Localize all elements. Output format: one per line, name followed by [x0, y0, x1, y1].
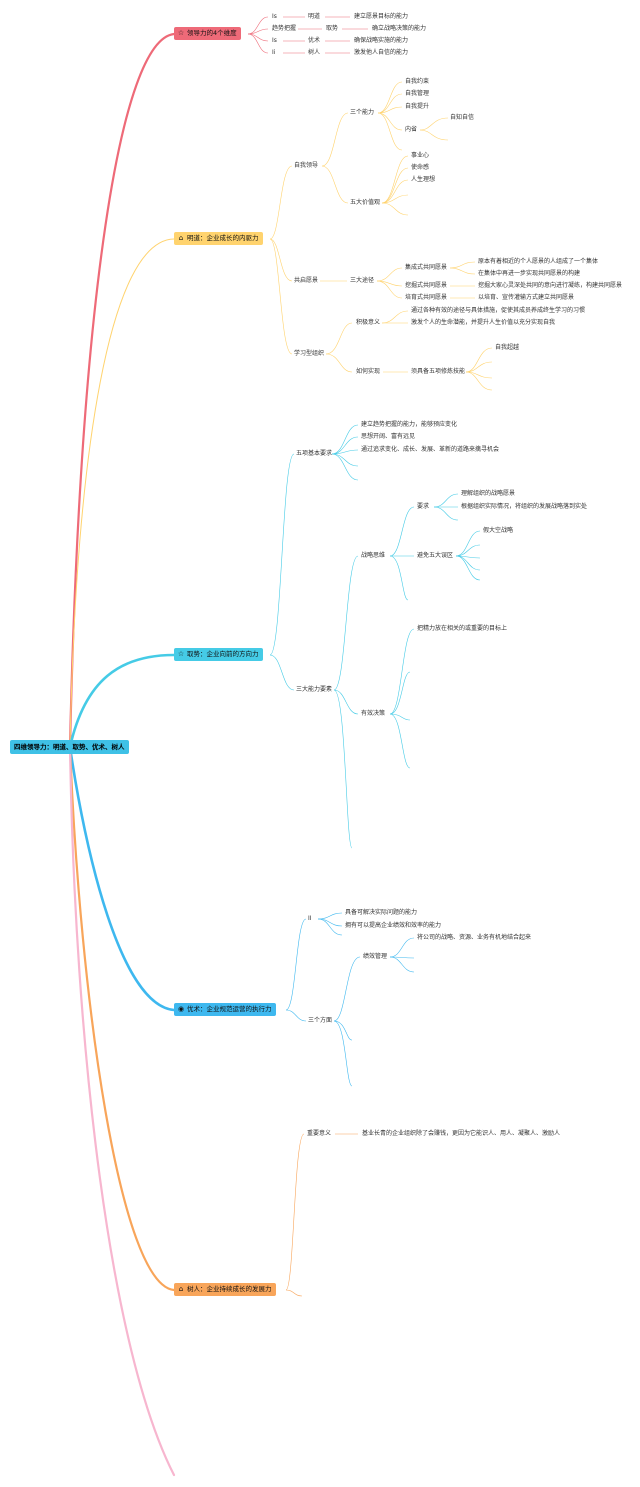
dim-code[interactable]: 趋势把握 — [272, 25, 297, 32]
node-it-2[interactable]: 拥有可以提高企业绩效和效率的能力 — [345, 922, 442, 929]
dim-ability[interactable]: 确保战略实施的能力 — [354, 37, 409, 44]
node-introspect[interactable]: 内省 — [405, 126, 418, 133]
branch-label: 明道：企业成长的内驱力 — [187, 234, 259, 242]
node-avoid-1[interactable]: 假大空战略 — [483, 527, 514, 534]
node-learning-org[interactable]: 学习型组织 — [294, 350, 325, 357]
node-how[interactable]: 如何实现 — [356, 368, 381, 375]
branch-label: 取势：企业向前的方向力 — [187, 650, 259, 658]
node-it-1[interactable]: 具备可解决实际问题的能力 — [345, 909, 418, 916]
branch-shuren[interactable]: ⌂树人：企业持续成长的发展力 — [174, 1283, 276, 1296]
node-ideal[interactable]: 人生理想 — [411, 176, 436, 183]
node-mining[interactable]: 挖掘式共同愿景 — [405, 282, 448, 289]
node-positive[interactable]: 积极意义 — [356, 319, 381, 326]
dim-name[interactable]: 取势 — [326, 25, 339, 32]
node-self-know[interactable]: 自知自信 — [450, 114, 475, 121]
node-importance[interactable]: 重要意义 — [307, 1130, 332, 1137]
node-req-2[interactable]: 根据组织实际情况，将组织的发展战略落到实处 — [461, 503, 588, 510]
node-req-1[interactable]: 理解组织的战略愿景 — [461, 490, 516, 497]
node-decision[interactable]: 有效决策 — [361, 710, 386, 717]
node-self-improve[interactable]: 自我提升 — [405, 103, 430, 110]
node-five-skills[interactable]: 须具备五项修炼技能 — [411, 368, 466, 375]
node-mission[interactable]: 使命感 — [411, 164, 430, 171]
node-nurture-d[interactable]: 以培育、宣传灌输方式建立共同愿景 — [478, 294, 575, 301]
dim-ability[interactable]: 确立战略决策的能力 — [372, 25, 427, 32]
node-positive-d1[interactable]: 通过各种有效的途径与具体措施，促使其成员养成终生学习的习惯 — [411, 307, 586, 314]
node-shared-vision[interactable]: 共启愿景 — [294, 277, 319, 284]
node-career[interactable]: 事业心 — [411, 152, 430, 159]
node-self-lead[interactable]: 自我领导 — [294, 162, 319, 169]
node-three-aspects[interactable]: 三个方面 — [308, 1017, 333, 1024]
dim-name[interactable]: 树人 — [308, 49, 321, 56]
target-icon: ◉ — [177, 1005, 185, 1013]
node-self-beyond[interactable]: 自我超越 — [495, 344, 520, 351]
star-icon: ☆ — [177, 650, 185, 658]
node-basic-3[interactable]: 通过追求变化、成长、发展、革新的道路来擒寻机会 — [361, 446, 500, 453]
node-self-manage[interactable]: 自我管理 — [405, 90, 430, 97]
star-icon: ☆ — [177, 29, 185, 37]
root-topic[interactable]: 四维领导力：明道、取势、优术、树人 — [10, 740, 129, 754]
node-three-paths[interactable]: 三大途径 — [350, 277, 375, 284]
dim-code[interactable]: Is — [272, 37, 277, 44]
branch-qushi[interactable]: ☆取势：企业向前的方向力 — [174, 648, 263, 661]
node-collective-d2[interactable]: 在集体中再进一步实现共同愿景的构建 — [478, 270, 581, 277]
branch-label: 领导力的4个维度 — [187, 29, 237, 37]
dim-ability[interactable]: 激发他人自信的能力 — [354, 49, 409, 56]
dim-code[interactable]: Is — [272, 13, 277, 20]
node-strategic[interactable]: 战略思维 — [361, 552, 386, 559]
dim-code[interactable]: Ii — [272, 49, 276, 56]
dim-name[interactable]: 明道 — [308, 13, 321, 20]
home-icon: ⌂ — [178, 1285, 184, 1293]
node-decision-1[interactable]: 把精力放在相关的或重要的目标上 — [417, 625, 508, 632]
node-basic[interactable]: 五项基本要求 — [296, 450, 333, 457]
node-perf-1[interactable]: 将公司的战略、资源、业务有机地结合起来 — [417, 934, 532, 941]
dim-ability[interactable]: 建立愿景目标的能力 — [354, 13, 409, 20]
branch-mingdao[interactable]: ⌂明道：企业成长的内驱力 — [174, 232, 263, 245]
node-it[interactable]: II — [308, 915, 312, 922]
node-basic-2[interactable]: 思想开阔、富有远见 — [361, 433, 416, 440]
node-perf[interactable]: 绩效管理 — [363, 953, 388, 960]
node-collective-d1[interactable]: 原本有着相近的个人愿景的人组成了一个集体 — [478, 258, 599, 265]
branch-label: 优术：企业规范运营的执行力 — [187, 1005, 272, 1013]
node-positive-d2[interactable]: 激发个人的生命潜能，并提升人生价值以充分实现自我 — [411, 319, 556, 326]
node-basic-1[interactable]: 建立趋势把握的能力，能够预应变化 — [361, 421, 458, 428]
node-avoid[interactable]: 避免五大误区 — [417, 552, 454, 559]
home-icon: ⌂ — [178, 234, 184, 242]
dim-name[interactable]: 优术 — [308, 37, 321, 44]
node-three-core[interactable]: 三大能力要素 — [296, 686, 333, 693]
node-collective[interactable]: 集成式共同愿景 — [405, 264, 448, 271]
node-mining-d[interactable]: 挖掘大家心灵深处共同的意向进行凝练，构建共同愿景 — [478, 282, 623, 289]
branch-leadership-dimensions[interactable]: ☆领导力的4个维度 — [174, 27, 241, 40]
node-require[interactable]: 要求 — [417, 503, 430, 510]
node-nurture[interactable]: 培育式共同愿景 — [405, 294, 448, 301]
branch-youshu[interactable]: ◉优术：企业规范运营的执行力 — [174, 1003, 276, 1016]
node-self-restraint[interactable]: 自我约束 — [405, 78, 430, 85]
node-five-values[interactable]: 五大价值观 — [350, 199, 381, 206]
node-importance-d[interactable]: 基业长青的企业组织除了会赚钱，更因为它能识人、用人、凝聚人、激励人 — [362, 1130, 561, 1137]
branch-label: 树人：企业持续成长的发展力 — [187, 1285, 272, 1293]
node-three-abilities[interactable]: 三个能力 — [350, 109, 375, 116]
